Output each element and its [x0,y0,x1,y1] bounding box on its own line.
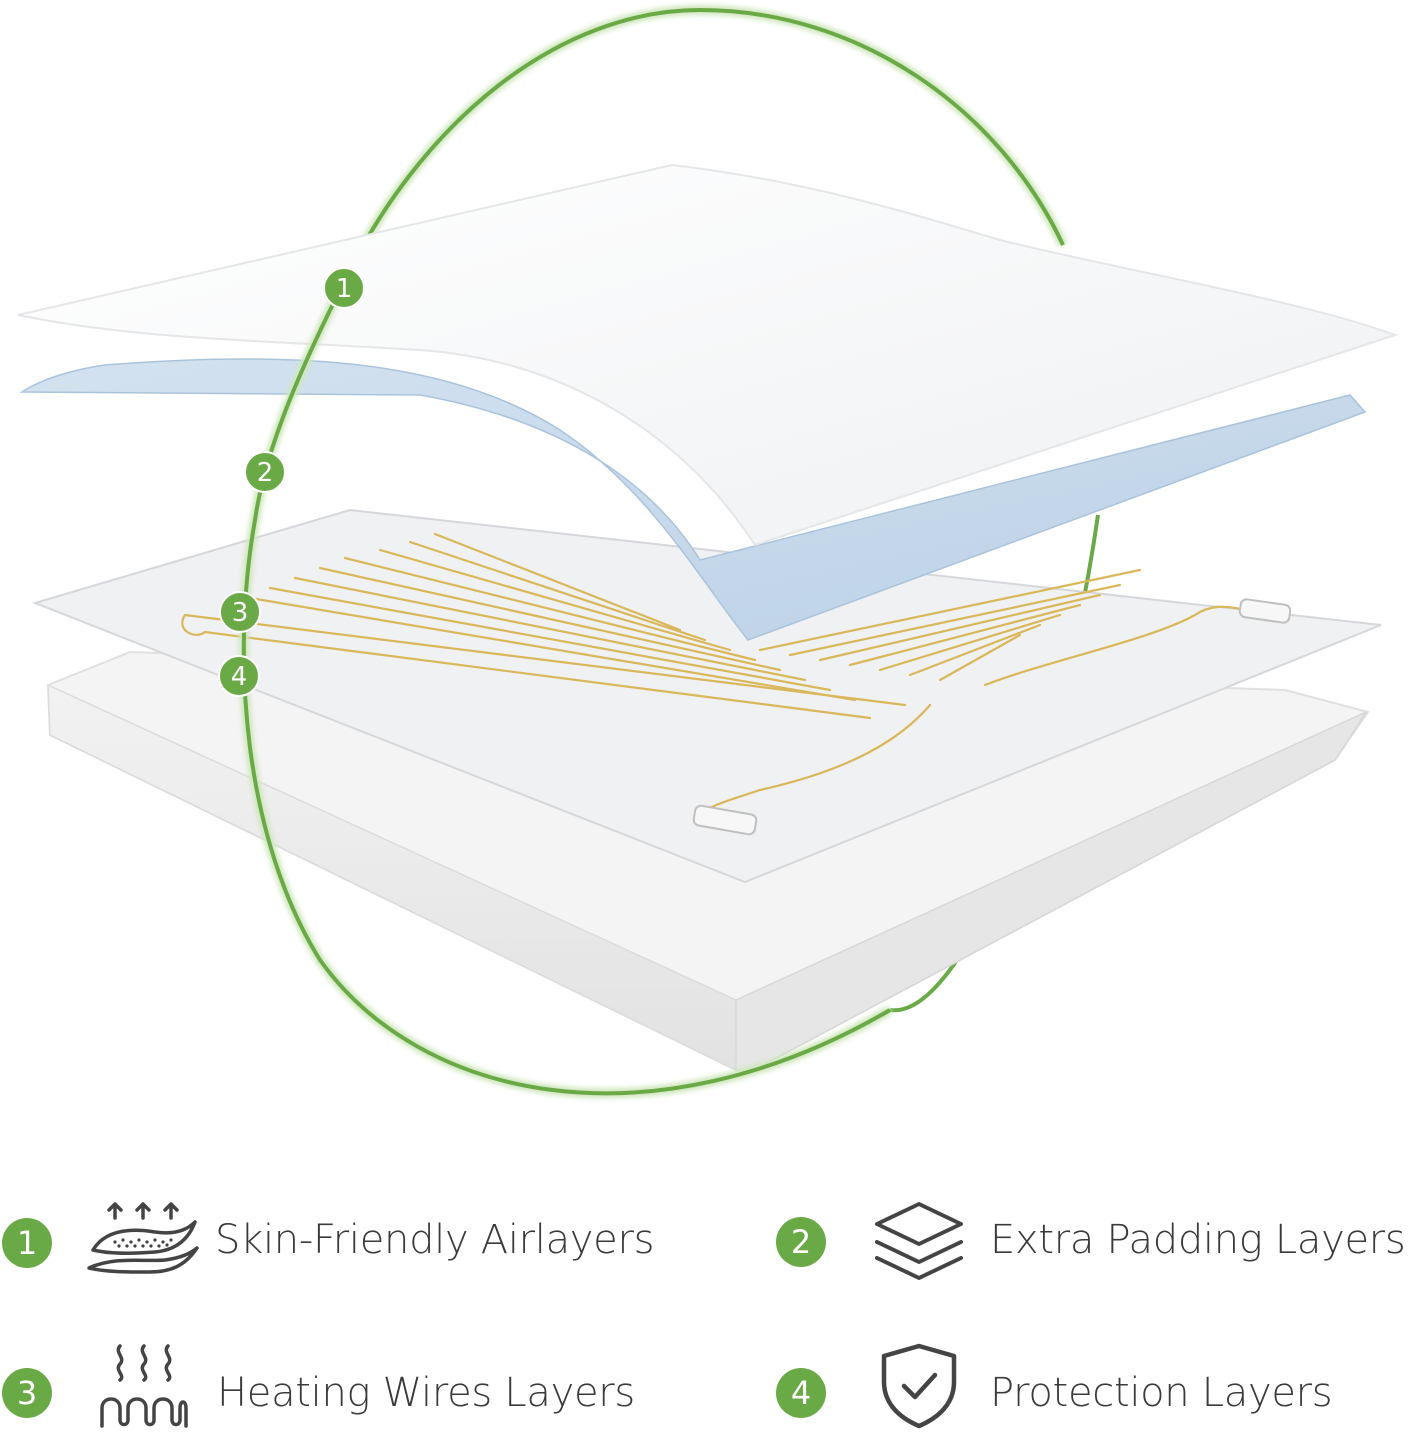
svg-text:1: 1 [336,274,353,304]
green-ring-front [238,287,893,1099]
legend-item-airlayers: 1 Skin-Friendly Airlayers [0,1195,700,1295]
legend-number-badge: 1 [2,1218,52,1268]
svg-text:4: 4 [231,662,248,692]
legend-item-protection: 4 Protection Layers [770,1340,1420,1440]
legend-item-padding: 2 Extra Padding Layers [770,1195,1420,1295]
breathable-fabric-icon [87,1202,199,1274]
wire-connector [692,598,1292,836]
mattress-layer-diagram: 1 2 3 4 [17,4,1399,1099]
legend-label: Skin-Friendly Airlayers [215,1217,655,1263]
heating-coil-icon [100,1344,188,1428]
airlayer-sheet [17,163,1399,547]
svg-text:2: 2 [257,458,274,488]
legend-label: Protection Layers [990,1370,1333,1416]
legend-label: Extra Padding Layers [990,1217,1406,1263]
layer-marker-4: 4 [218,655,260,697]
padding-layer [19,358,1367,641]
shield-check-icon [881,1343,957,1429]
svg-text:3: 3 [232,598,249,628]
layer-marker-1: 1 [323,267,365,309]
heating-wire-layer [31,508,1382,884]
layer-marker-2: 2 [244,451,286,493]
legend-label: Heating Wires Layers [217,1370,635,1416]
legend-number-badge: 4 [776,1368,826,1418]
layer-marker-3: 3 [219,591,261,633]
legend-number-badge: 2 [776,1217,826,1267]
legend-number-badge: 3 [2,1368,52,1418]
legend-item-heating: 3 Heating Wires Layers [0,1340,700,1440]
stacked-layers-icon [875,1202,963,1280]
